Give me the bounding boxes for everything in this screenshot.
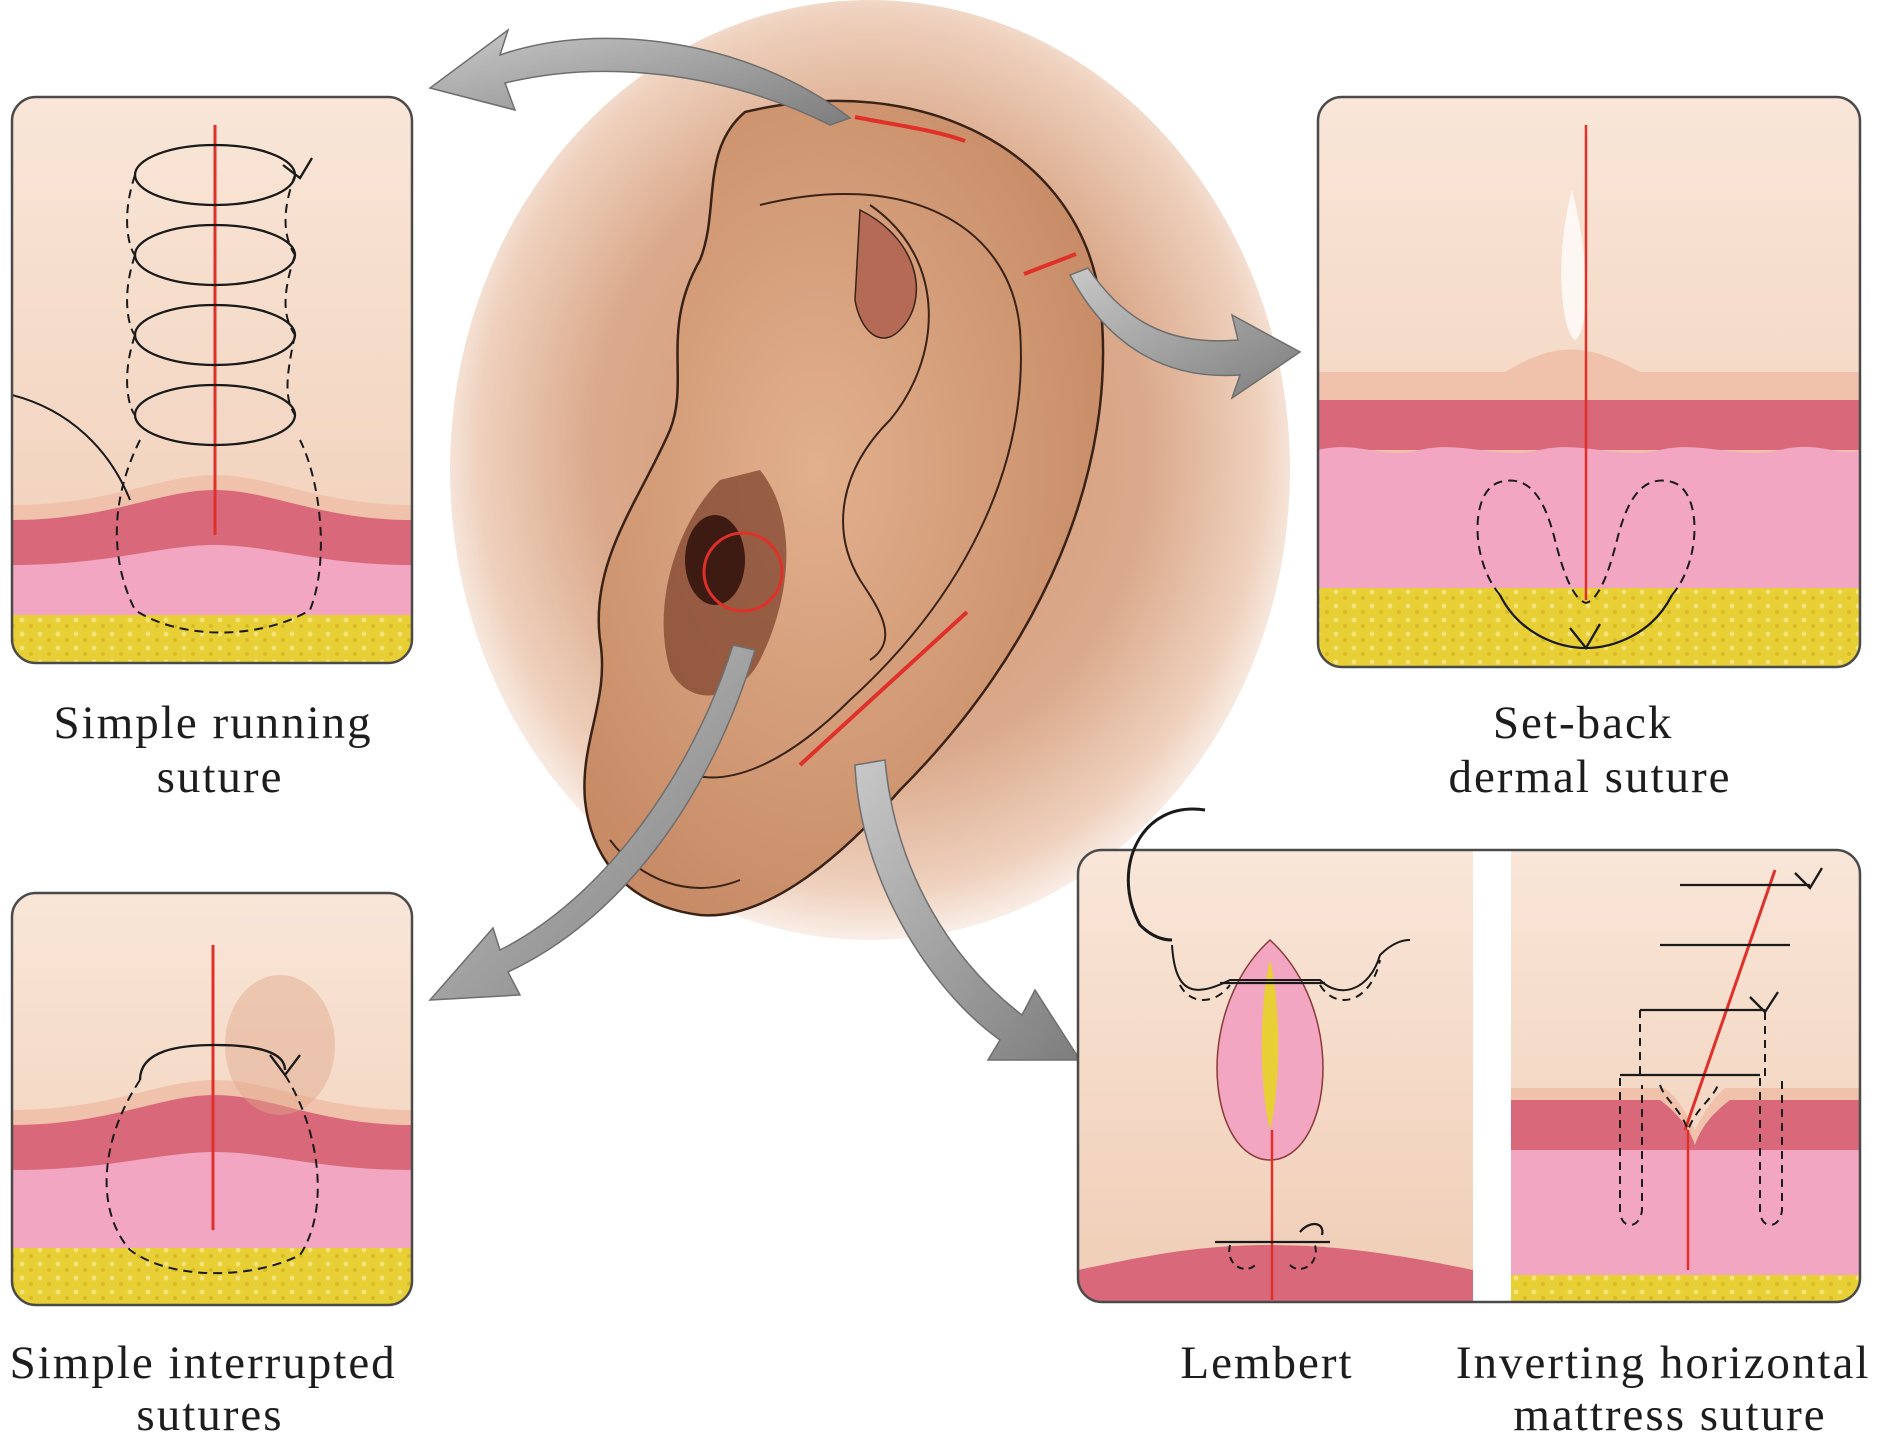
caption-lembert: Lembert xyxy=(1180,1337,1353,1389)
panel-lembert-inverting xyxy=(1078,809,1860,1302)
ear-canal xyxy=(685,515,745,605)
caption-simple-running: Simple running suture xyxy=(54,697,387,803)
caption-setback-dermal: Set-back dermal suture xyxy=(1448,697,1731,803)
panel-simple-interrupted xyxy=(12,893,412,1305)
panel-simple-running xyxy=(12,97,412,663)
caption-simple-interrupted: Simple interrupted sutures xyxy=(10,1337,411,1436)
caption-inverting-horizontal: Inverting horizontal mattress suture xyxy=(1456,1337,1884,1436)
panel-setback-dermal xyxy=(1318,97,1860,667)
